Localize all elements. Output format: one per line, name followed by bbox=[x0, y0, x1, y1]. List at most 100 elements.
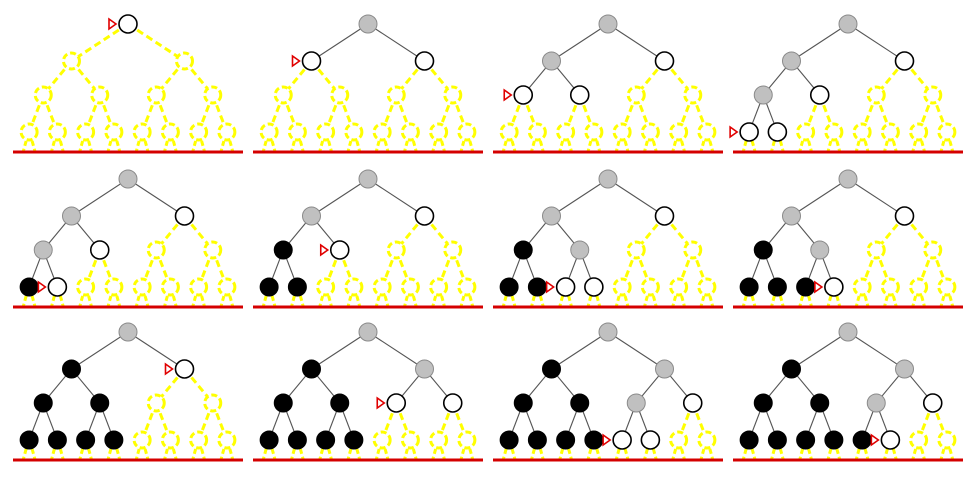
tree-node-visited bbox=[344, 430, 364, 450]
tree-edge bbox=[551, 178, 609, 217]
tree-node-visited bbox=[287, 277, 307, 297]
leaf-stub bbox=[939, 448, 946, 461]
current-node-pointer-icon bbox=[319, 243, 330, 257]
leaf-stub bbox=[327, 448, 334, 461]
leaf-stub bbox=[327, 140, 334, 153]
tree-node-expanded bbox=[118, 322, 138, 342]
leaf-stub bbox=[920, 140, 927, 153]
tree-node-visited bbox=[753, 240, 773, 260]
leaf-stub bbox=[586, 140, 593, 153]
leaf-stub bbox=[741, 140, 748, 153]
leaf-stub bbox=[778, 140, 785, 153]
leaf-stub bbox=[289, 448, 296, 461]
tree-node-unexplored bbox=[33, 85, 53, 105]
leaf-stub bbox=[642, 448, 649, 461]
leaf-stub bbox=[595, 140, 602, 153]
leaf-stub bbox=[78, 295, 85, 308]
leaf-stub bbox=[402, 140, 409, 153]
leaf-stub bbox=[191, 448, 198, 461]
tree-node-visited bbox=[62, 359, 81, 379]
tree-node-unexplored bbox=[669, 122, 689, 142]
leaf-stub bbox=[680, 448, 687, 461]
tree-node-expanded bbox=[626, 393, 646, 413]
leaf-stub bbox=[854, 140, 861, 153]
leaf-stub bbox=[708, 140, 715, 153]
tree-edge bbox=[607, 178, 665, 217]
tree-node-unexplored bbox=[160, 430, 180, 450]
tree-node-unexplored bbox=[175, 51, 194, 71]
leaf-stub bbox=[191, 140, 198, 153]
tree-node-expanded bbox=[570, 240, 590, 260]
leaf-stub bbox=[228, 140, 235, 153]
leaf-stub bbox=[468, 448, 475, 461]
tree-node-unexplored bbox=[104, 122, 124, 142]
tree-node-unexplored bbox=[104, 277, 124, 297]
tree-node-visited bbox=[76, 430, 96, 450]
leaf-stub bbox=[411, 140, 418, 153]
leaf-stub bbox=[374, 140, 381, 153]
leaf-stub bbox=[143, 448, 150, 461]
tree-node-frontier bbox=[894, 206, 915, 226]
leaf-stub bbox=[200, 140, 207, 153]
leaf-stub bbox=[948, 140, 955, 153]
tree-node-frontier bbox=[809, 85, 830, 105]
leaf-stub bbox=[501, 448, 508, 461]
tree-node-unexplored bbox=[62, 51, 81, 71]
leaf-stub bbox=[162, 295, 169, 308]
leaf-stub bbox=[21, 140, 28, 153]
tree-node-visited bbox=[570, 393, 590, 413]
leaf-stub bbox=[586, 295, 593, 308]
leaf-stub bbox=[863, 295, 870, 308]
leaf-stub bbox=[318, 295, 325, 308]
tree-node-visited bbox=[527, 430, 547, 450]
tree-node-visited bbox=[796, 430, 816, 450]
leaf-stub bbox=[440, 140, 447, 153]
leaf-stub bbox=[769, 295, 776, 308]
tree-node-expanded bbox=[33, 240, 53, 260]
leaf-stub bbox=[948, 295, 955, 308]
leaf-stub bbox=[778, 448, 785, 461]
leaf-stub bbox=[261, 140, 268, 153]
leaf-stub bbox=[911, 295, 918, 308]
tree-node-expanded bbox=[782, 51, 801, 71]
tree-node-frontier bbox=[329, 240, 350, 260]
leaf-stub bbox=[261, 448, 268, 461]
tree-node-expanded bbox=[598, 322, 618, 342]
leaf-stub bbox=[614, 448, 621, 461]
tree-edge bbox=[791, 23, 849, 62]
leaf-stub bbox=[49, 448, 56, 461]
leaf-stub bbox=[911, 448, 918, 461]
tree-node-unexplored bbox=[189, 277, 209, 297]
leaf-stub bbox=[911, 140, 918, 153]
leaf-stub bbox=[826, 140, 833, 153]
tree-node-expanded bbox=[782, 206, 801, 226]
leaf-stub bbox=[699, 140, 706, 153]
tree-node-visited bbox=[852, 430, 872, 450]
tree-node-unexplored bbox=[386, 240, 406, 260]
leaf-stub bbox=[431, 448, 438, 461]
tree-node-unexplored bbox=[612, 277, 632, 297]
tree-edge bbox=[847, 331, 905, 370]
leaf-stub bbox=[623, 448, 630, 461]
tree-node-unexplored bbox=[824, 122, 844, 142]
tree-node-unexplored bbox=[499, 122, 519, 142]
tree-node-expanded bbox=[895, 359, 914, 379]
tree-node-visited bbox=[542, 359, 561, 379]
tree-node-frontier bbox=[118, 14, 138, 34]
leaf-stub bbox=[134, 295, 141, 308]
tree-node-unexplored bbox=[330, 85, 350, 105]
leaf-stub bbox=[671, 140, 678, 153]
leaf-stub bbox=[355, 448, 362, 461]
tree-node-unexplored bbox=[189, 430, 209, 450]
tree-node-unexplored bbox=[386, 85, 406, 105]
tree-node-unexplored bbox=[160, 122, 180, 142]
tree-node-visited bbox=[19, 430, 39, 450]
leaf-stub bbox=[115, 140, 122, 153]
leaf-stub bbox=[642, 140, 649, 153]
leaf-stub bbox=[459, 448, 466, 461]
tree-node-expanded bbox=[62, 206, 81, 226]
tree-node-unexplored bbox=[923, 85, 943, 105]
tree-node-expanded bbox=[598, 169, 618, 189]
leaf-stub bbox=[807, 295, 814, 308]
tree-node-unexplored bbox=[909, 277, 929, 297]
